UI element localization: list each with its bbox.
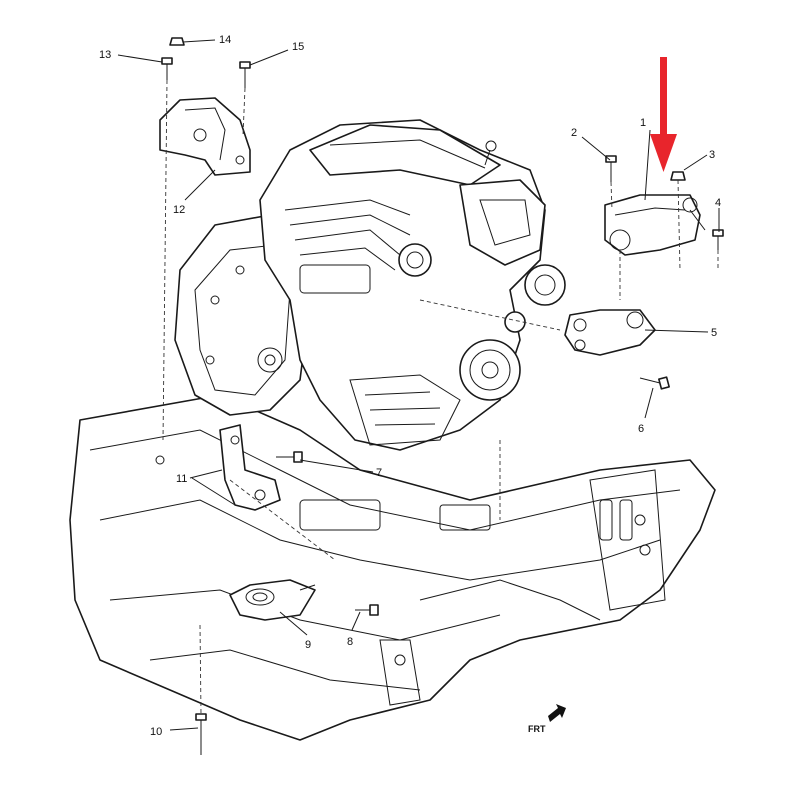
callout-labels: 1 2 3 4 5 6 7 8 9 10 11 12 13 14 15	[99, 34, 721, 738]
callout-5: 5	[711, 327, 717, 339]
engine-mount-bracket	[564, 309, 656, 356]
red-highlight-arrow-icon	[650, 57, 677, 172]
callout-1: 1	[640, 117, 646, 129]
callout-15: 15	[292, 41, 304, 53]
bolt-2	[605, 155, 617, 182]
bolt-8	[355, 604, 379, 616]
callout-12: 12	[173, 204, 185, 216]
bolt-10	[195, 713, 207, 755]
front-direction-label: FRT	[528, 724, 546, 734]
callout-2: 2	[571, 127, 577, 139]
front-direction-arrow-icon	[548, 704, 566, 722]
callout-9: 9	[305, 639, 311, 651]
callout-leaders	[117, 39, 720, 731]
bolt-7	[276, 451, 303, 463]
nut-3	[670, 171, 686, 181]
callout-3: 3	[709, 149, 715, 161]
engine-assembly	[259, 119, 566, 451]
installation-lines	[162, 79, 719, 715]
rear-transmission-mount	[229, 579, 316, 621]
bolt-15	[239, 61, 251, 88]
callout-14: 14	[219, 34, 231, 46]
front-direction-indicator: FRT	[528, 704, 566, 734]
callout-13: 13	[99, 49, 111, 61]
callout-7: 7	[376, 467, 382, 479]
callout-10: 10	[150, 726, 162, 738]
nut-14	[169, 37, 185, 46]
transmission-mount-bracket	[159, 97, 251, 176]
callout-4: 4	[715, 197, 721, 209]
callout-6: 6	[638, 423, 644, 435]
callout-8: 8	[347, 636, 353, 648]
callout-11: 11	[176, 473, 187, 485]
bolt-4	[712, 229, 724, 250]
bolt-6	[639, 376, 670, 390]
bolt-13	[161, 57, 173, 80]
transmission-mount-bracket-lower	[219, 424, 281, 511]
engine-mount-right	[604, 194, 706, 256]
